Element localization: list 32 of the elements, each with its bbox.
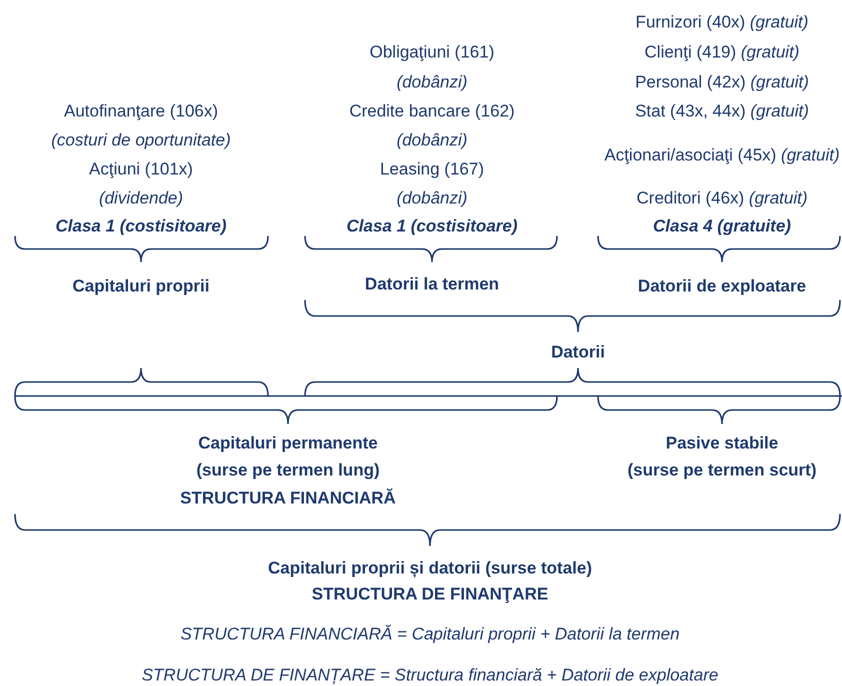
text-label: (dividende) — [98, 187, 184, 210]
text-label: STRUCTURA DE FINANȚARE = Structura financiară + Datorii de exploatare — [142, 664, 718, 686]
text-label: (costuri de oportunitate) — [51, 129, 231, 152]
text-label: (dobânzi) — [396, 71, 468, 94]
text-label: Clienţi (419) (gratuit) — [644, 41, 800, 64]
text-label: Personal (42x) (gratuit) — [635, 71, 809, 94]
text-label: Autofinanţare (106x) — [64, 100, 218, 122]
heading-label: STRUCTURA FINANCIARĂ — [180, 487, 396, 510]
heading-label: Datorii la termen — [364, 273, 500, 296]
heading-label: Capitaluri proprii — [72, 275, 210, 298]
heading-label: Capitaluri proprii și datorii (surse totale) — [268, 557, 592, 580]
text-label: Obligaţiuni (161) — [370, 41, 494, 64]
heading-label: (surse pe termen lung) — [196, 459, 380, 482]
text-label: Furnizori (40x) (gratuit) — [636, 11, 808, 34]
text-label: Leasing (167) — [380, 158, 484, 180]
text-label: Creditori (46x) (gratuit) — [636, 187, 808, 210]
heading-label: Datorii — [551, 341, 605, 364]
heading-label: Clasa 1 (costisitoare) — [56, 215, 226, 238]
heading-label: Clasa 4 (gratuite) — [653, 215, 791, 238]
text-label: Credite bancare (162) — [349, 100, 515, 122]
text-label: Stat (43x, 44x) (gratuit) — [635, 100, 809, 122]
text-label: STRUCTURA FINANCIARĂ = Capitaluri proprii + Datorii la termen — [180, 623, 680, 646]
text-label: (dobânzi) — [396, 187, 468, 210]
heading-label: (surse pe termen scurt) — [628, 459, 816, 482]
text-label: Acţionari/asociaţi (45x) (gratuit) — [604, 144, 840, 166]
heading-label: Datorii de exploatare — [638, 275, 806, 298]
heading-label: Capitaluri permanente — [198, 432, 378, 454]
text-label: Acţiuni (101x) — [89, 158, 193, 180]
heading-label: Clasa 1 (costisitoare) — [346, 215, 518, 238]
heading-label: Pasive stabile — [666, 432, 778, 454]
heading-label: STRUCTURA DE FINANŢARE — [312, 583, 548, 606]
text-label: (dobânzi) — [396, 129, 468, 152]
